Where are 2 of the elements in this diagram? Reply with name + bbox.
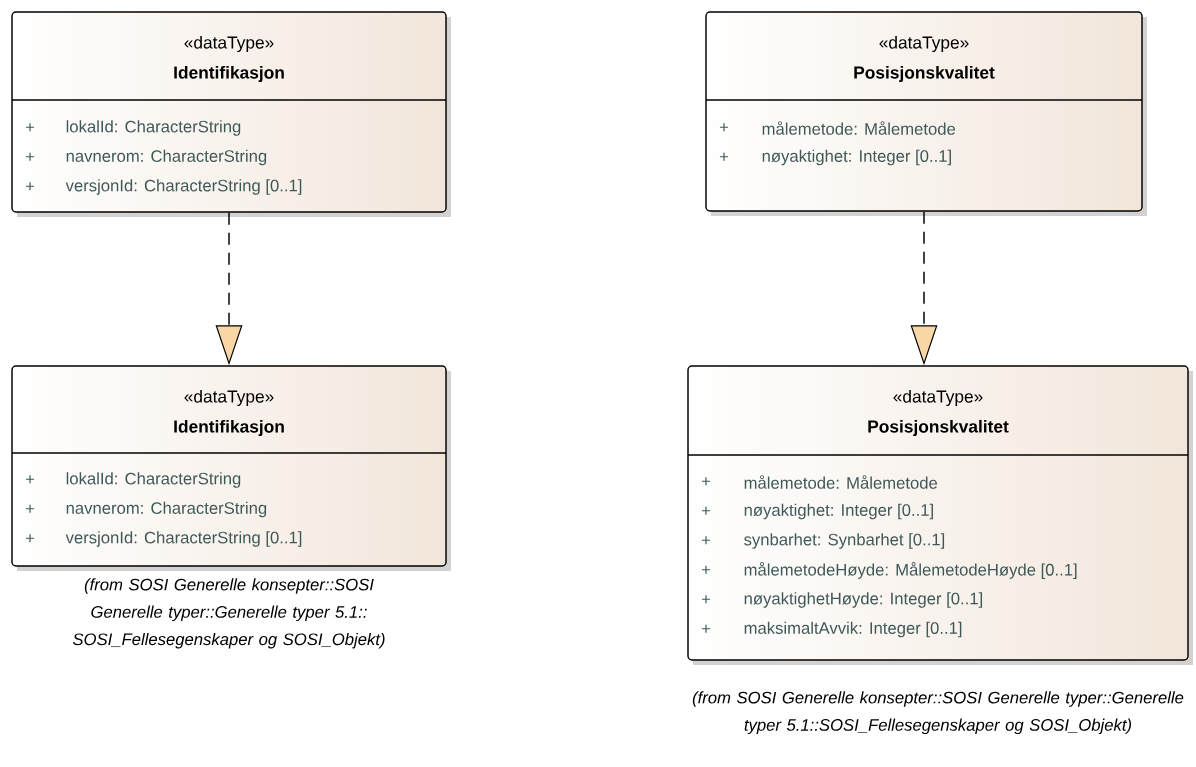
package-note: (from SOSI Generelle konsepter::SOSI Generelle typer::Generelle typer 5.1:: SOSI_Fellesegenskaper og SOSI_Objekt)	[72, 578, 385, 649]
package-note: (from SOSI Generelle konsepter::SOSI Generelle typer::Generelle typer 5.1::SOSI_Fellesegenskaper og SOSI_Objekt)	[692, 691, 1184, 735]
